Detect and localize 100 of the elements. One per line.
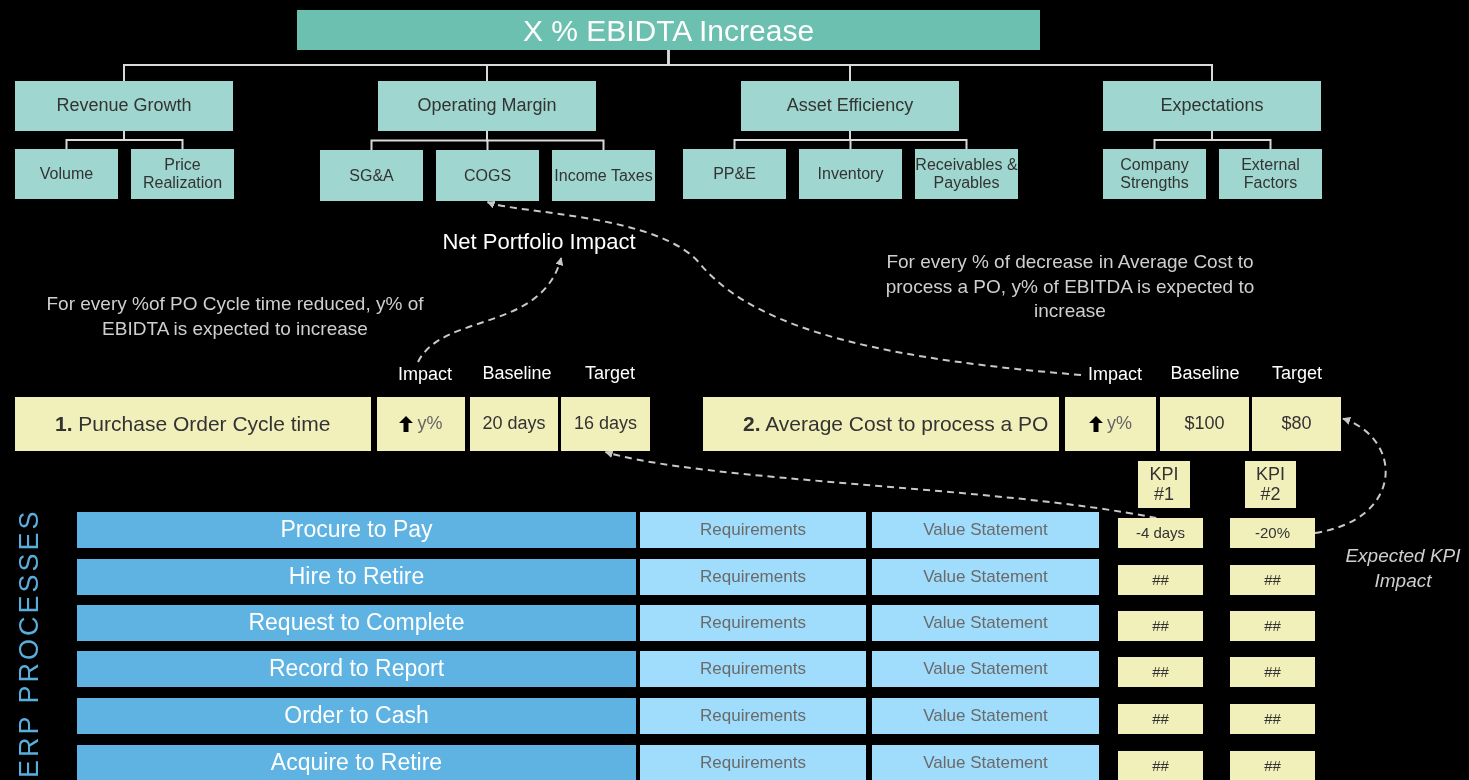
- cell-text: Inventory: [817, 165, 884, 183]
- cell-text: y%: [417, 414, 443, 434]
- cell-text: Requirements: [700, 613, 806, 633]
- cell-text: ##: [1152, 710, 1169, 728]
- impact-cell: [1065, 397, 1156, 451]
- table-cell: [872, 559, 1099, 595]
- process-bar: [77, 651, 636, 687]
- cell-text: Expectations: [1160, 96, 1264, 116]
- dashed-arrow: [1314, 417, 1387, 534]
- cell-text: Company Strengths: [1119, 156, 1190, 192]
- kpi-value-cell: [1230, 704, 1315, 734]
- cell-text: Asset Efficiency: [786, 96, 914, 116]
- connector-line: [849, 130, 968, 150]
- process-name: Procure to Pay: [280, 517, 433, 543]
- cell-text: SG&A: [349, 166, 394, 185]
- column-header: Baseline: [481, 362, 553, 385]
- kpi-value-cell: [1230, 518, 1315, 548]
- cell-text: Income Taxes: [554, 166, 653, 185]
- cell-text: -4 days: [1135, 524, 1186, 542]
- cell-text: Receivables & Payables: [915, 156, 1018, 192]
- goal-text: X % EBIDTA Increase: [522, 13, 815, 47]
- process-name: Record to Report: [268, 656, 445, 682]
- sub-driver-box: [436, 150, 539, 201]
- sub-driver-box: [799, 149, 902, 199]
- cell-text: ##: [1152, 757, 1169, 775]
- kpi-value-cell: [1230, 611, 1315, 641]
- cell-text: Requirements: [700, 659, 806, 679]
- connector-line: [123, 130, 184, 150]
- kpi-value-cell: [1230, 565, 1315, 595]
- process-name: Acquire to Retire: [270, 750, 443, 776]
- table-cell: [872, 745, 1099, 780]
- value-cell: [1160, 397, 1249, 451]
- kpi-value-cell: [1118, 657, 1203, 687]
- table-cell: [872, 605, 1099, 641]
- cell-text: KPI #2: [1255, 464, 1286, 505]
- kpi-value-cell: [1230, 751, 1315, 780]
- goal-box: [297, 10, 1040, 50]
- note-text: Expected KPI Impact: [1344, 544, 1462, 593]
- column-header: Impact: [390, 362, 460, 388]
- cell-text: PP&E: [713, 165, 756, 183]
- kpi-value-cell: [1118, 751, 1203, 780]
- sub-driver-box: [1103, 149, 1206, 199]
- sub-driver-box: [15, 149, 118, 199]
- note-text: For every % of decrease in Average Cost to process a PO, y% of EBITDA is expected to increase: [884, 250, 1256, 324]
- cell-text: Revenue Growth: [56, 96, 192, 116]
- sub-driver-box: [915, 149, 1018, 199]
- cell-text: ##: [1264, 663, 1281, 681]
- sub-driver-box: [683, 149, 786, 199]
- column-header: Target: [584, 362, 636, 385]
- table-cell: [640, 651, 866, 687]
- dashed-arrow: [486, 200, 1082, 376]
- table-cell: [640, 698, 866, 734]
- cell-text: 2. Average Cost to process a PO: [743, 412, 1049, 436]
- cell-text: Value Statement: [923, 520, 1048, 540]
- column-header: Impact: [1081, 362, 1149, 388]
- cell-text: y%: [1107, 414, 1132, 434]
- kpi-box: [15, 397, 371, 451]
- column-header: Baseline: [1169, 362, 1241, 385]
- value-cell: [561, 397, 650, 451]
- cell-text: Price Realization: [141, 156, 224, 192]
- table-cell: [640, 745, 866, 780]
- heading-text: Net Portfolio Impact: [428, 227, 650, 257]
- table-cell: [640, 512, 866, 548]
- driver-box: [15, 81, 233, 131]
- sub-driver-box: [320, 150, 423, 201]
- process-name: Hire to Retire: [288, 564, 425, 590]
- cell-text: Requirements: [700, 706, 806, 726]
- kpi-value-cell: [1230, 657, 1315, 687]
- process-bar: [77, 745, 636, 780]
- kpi-tag: [1245, 461, 1296, 508]
- cell-text: Value Statement: [923, 753, 1048, 773]
- process-bar: [77, 512, 636, 548]
- note-text: For every %of PO Cycle time reduced, y% of EBIDTA is expected to increase: [45, 292, 425, 341]
- process-bar: [77, 698, 636, 734]
- cell-text: ##: [1152, 617, 1169, 635]
- driver-box: [1103, 81, 1321, 131]
- cell-text: Value Statement: [923, 659, 1048, 679]
- cell-text: $80: [1281, 414, 1312, 434]
- table-cell: [640, 605, 866, 641]
- connector-line: [1211, 130, 1272, 150]
- driver-box: [741, 81, 959, 131]
- kpi-value-cell: [1118, 565, 1203, 595]
- cell-text: External Factors: [1240, 156, 1301, 192]
- driver-box: [378, 81, 596, 131]
- table-cell: [872, 651, 1099, 687]
- process-name: Request to Complete: [248, 610, 465, 636]
- value-cell: [1252, 397, 1341, 451]
- table-cell: [872, 698, 1099, 734]
- cell-text: Requirements: [700, 753, 806, 773]
- cell-text: COGS: [463, 166, 512, 185]
- cell-text: Requirements: [700, 567, 806, 587]
- cell-text: ##: [1264, 757, 1281, 775]
- cell-text: Value Statement: [923, 706, 1048, 726]
- kpi-tag: [1138, 461, 1190, 508]
- column-header: Target: [1271, 362, 1323, 385]
- cell-text: Value Statement: [923, 613, 1048, 633]
- connector-line: [667, 49, 1213, 82]
- process-name: Order to Cash: [284, 703, 429, 729]
- value-cell: [470, 397, 558, 451]
- sub-driver-box: [131, 149, 234, 199]
